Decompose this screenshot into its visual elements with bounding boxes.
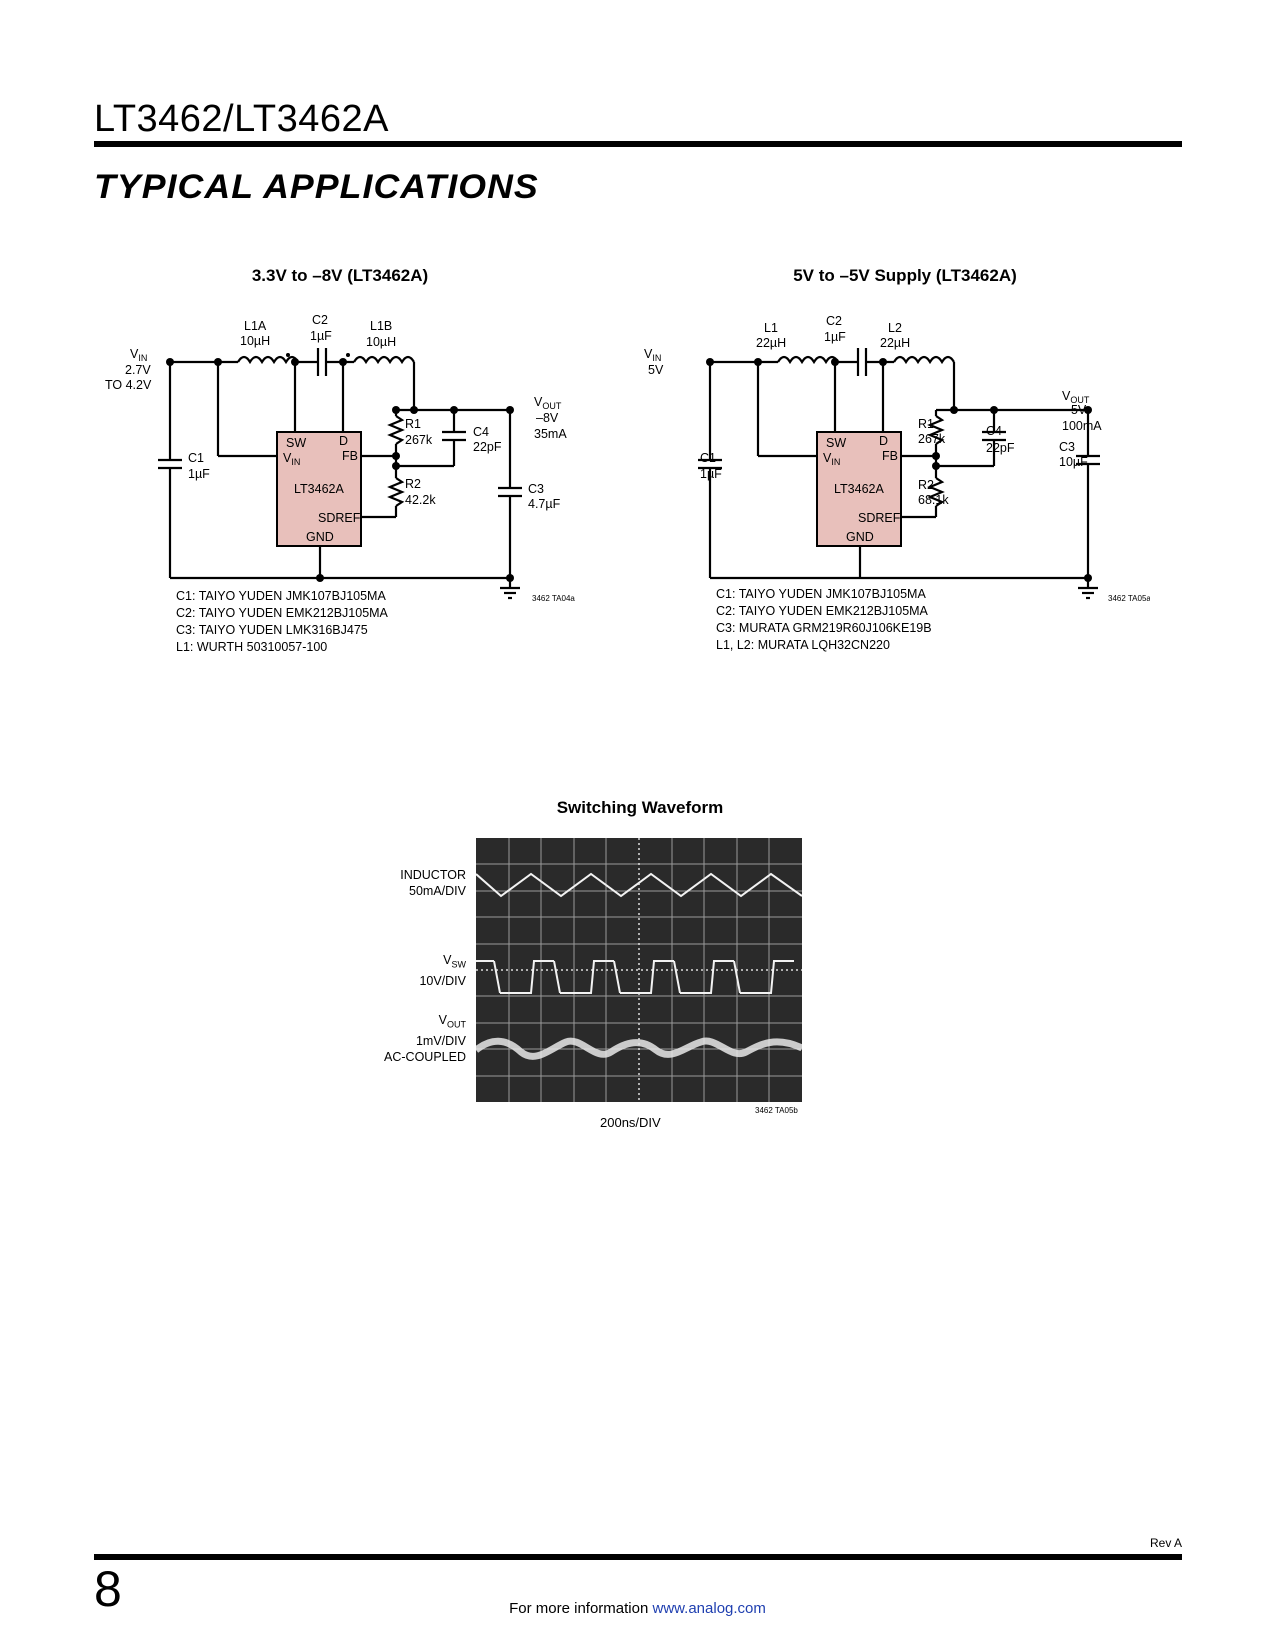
c2-vin-value: 5V — [648, 363, 664, 377]
c2-vout-current: 100mA — [1062, 419, 1102, 433]
parts-item: C3: MURATA GRM219R60J106KE19B — [716, 621, 932, 635]
c1-ic-sdref-pin: SDREF — [318, 511, 361, 525]
circuit2-parts-list: C1: TAIYO YUDEN JMK107BJ105MA C2: TAIYO … — [716, 586, 932, 654]
c1-r2-value: 42.2k — [405, 493, 436, 507]
c2-ic-fb-pin: FB — [882, 449, 898, 463]
c2-ic-sw-pin: SW — [826, 436, 846, 450]
c1-ic-gnd-pin: GND — [306, 530, 334, 544]
c1-vout-current: 35mA — [534, 427, 567, 441]
c1-c2-value: 1µF — [310, 329, 332, 343]
circuit2-title: 5V to –5V Supply (LT3462A) — [793, 266, 1017, 285]
c1-c1-value: 1µF — [188, 467, 210, 481]
c1-c4-value: 22pF — [473, 440, 502, 454]
inductor-scale: 50mA/DIV — [409, 884, 466, 898]
c1-l1b-value: 10µH — [366, 335, 396, 349]
c2-l1-name: L1 — [764, 321, 778, 335]
c1-c4-name: C4 — [473, 425, 489, 439]
analog-website-link[interactable]: www.analog.com — [652, 1600, 766, 1617]
c1-ic-vin-pin: VIN — [283, 451, 300, 467]
scope-timebase: 200ns/DIV — [600, 1115, 661, 1130]
c2-l1-value: 22µH — [756, 336, 786, 350]
c1-r2-name: R2 — [405, 477, 421, 491]
document-title: LT3462/LT3462A — [94, 98, 390, 140]
scope-figure-id: 3462 TA05b — [755, 1106, 798, 1115]
c2-c4-name: C4 — [986, 424, 1002, 438]
c1-vin-label: VIN — [130, 347, 147, 363]
c1-vout-value: –8V — [536, 411, 559, 425]
c2-c4-value: 22pF — [986, 441, 1015, 455]
c1-r1-name: R1 — [405, 417, 421, 431]
c1-vin-range: TO 4.2V — [105, 378, 152, 392]
c2-r2-name: R2 — [918, 478, 934, 492]
c2-ic-d-pin: D — [879, 434, 888, 448]
scope-vout-label: VOUT 1mV/DIV AC-COUPLED — [350, 1012, 466, 1065]
c2-vout-value: –5V — [1064, 403, 1087, 417]
c1-ic-name: LT3462A — [294, 482, 344, 496]
c2-figure-id: 3462 TA05a — [1108, 594, 1150, 603]
c2-ic-sdref-pin: SDREF — [858, 511, 901, 525]
inductor-label: INDUCTOR — [400, 868, 466, 882]
circuit1-title: 3.3V to –8V (LT3462A) — [251, 266, 429, 285]
c2-ic-vin-pin: VIN — [823, 451, 840, 467]
c1-r1-value: 267k — [405, 433, 433, 447]
c1-ic-d-pin: D — [339, 434, 348, 448]
c2-c3-name: C3 — [1059, 440, 1075, 454]
parts-item: C1: TAIYO YUDEN JMK107BJ105MA — [716, 587, 926, 601]
c1-vin-value: 2.7V — [125, 363, 151, 377]
scope-vsw-label: VSW 10V/DIV — [350, 952, 466, 989]
c2-c2-value: 1µF — [824, 330, 846, 344]
c2-r1-name: R1 — [918, 417, 934, 431]
c1-ic-sw-pin: SW — [286, 436, 306, 450]
scope-title: Switching Waveform — [556, 798, 724, 817]
scope-inductor-label: INDUCTOR 50mA/DIV — [350, 867, 466, 899]
parts-item: L1: WURTH 50310057-100 — [176, 640, 328, 654]
c2-l2-name: L2 — [888, 321, 902, 335]
vout-scale: 1mV/DIV — [415, 1033, 466, 1048]
footer-rule — [94, 1554, 1182, 1560]
c2-ic-name: LT3462A — [834, 482, 884, 496]
vsw-scale: 10V/DIV — [419, 973, 466, 988]
vsw-label: VSW — [443, 953, 466, 970]
c1-c1-name: C1 — [188, 451, 204, 465]
c2-vin-label: VIN — [644, 347, 661, 363]
circuit1-parts-list: C1: TAIYO YUDEN JMK107BJ105MA C2: TAIYO … — [176, 588, 388, 656]
vout-coupling: AC-COUPLED — [384, 1049, 466, 1064]
c1-l1b-name: L1B — [370, 319, 392, 333]
parts-item: C2: TAIYO YUDEN EMK212BJ105MA — [716, 604, 928, 618]
circuit2-schematic: VIN 5V L1 22µH C2 1µF L2 22µH VOUT –5V 1… — [644, 314, 1150, 603]
parts-item: C1: TAIYO YUDEN JMK107BJ105MA — [176, 589, 386, 603]
c2-vout-label: VOUT — [1062, 389, 1090, 405]
revision-label: Rev A — [1149, 1536, 1182, 1550]
parts-item: C2: TAIYO YUDEN EMK212BJ105MA — [176, 606, 388, 620]
parts-item: C3: TAIYO YUDEN LMK316BJ475 — [176, 623, 368, 637]
c2-c2-name: C2 — [826, 314, 842, 328]
c1-c3-name: C3 — [528, 482, 544, 496]
parts-item: L1, L2: MURATA LQH32CN220 — [716, 638, 890, 652]
page-number: 8 — [94, 1561, 122, 1617]
c1-figure-id: 3462 TA04a — [532, 594, 575, 603]
circuit1-schematic: VIN 2.7V TO 4.2V L1A 10µH C2 1µF L1B 10µ… — [105, 313, 575, 603]
footer-more-info: For more information www.analog.com — [0, 1600, 1275, 1617]
c1-c3-value: 4.7µF — [528, 497, 561, 511]
oscilloscope-capture — [476, 838, 802, 1102]
c1-l1a-value: 10µH — [240, 334, 270, 348]
section-heading: TYPICAL APPLICATIONS — [94, 168, 539, 206]
c2-l2-value: 22µH — [880, 336, 910, 350]
c2-c1-name: C1 — [700, 451, 716, 465]
c1-ic-fb-pin: FB — [342, 449, 358, 463]
c2-r2-value: 68.1k — [918, 493, 949, 507]
c2-r1-value: 267k — [918, 432, 946, 446]
c2-c1-value: 1µF — [700, 467, 722, 481]
c1-l1a-name: L1A — [244, 319, 267, 333]
c1-vout-label: VOUT — [534, 395, 562, 411]
header-rule — [94, 141, 1182, 147]
c2-ic-gnd-pin: GND — [846, 530, 874, 544]
c1-c2-name: C2 — [312, 313, 328, 327]
c2-c3-value: 10µF — [1059, 455, 1088, 469]
vout-label: VOUT — [438, 1013, 466, 1030]
more-info-text: For more information — [509, 1600, 653, 1617]
